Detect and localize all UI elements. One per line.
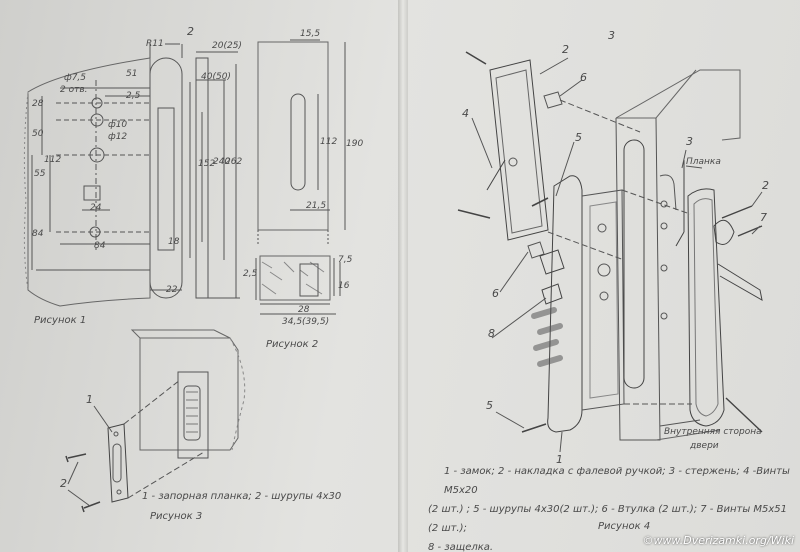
figure-2-caption: Рисунок 2 bbox=[266, 339, 319, 350]
dim-r11: R11 bbox=[146, 39, 164, 49]
figure-4-legend: 1 - замок; 2 - накладка с фалевой ручкой… bbox=[428, 462, 800, 552]
dim-24: 24 bbox=[90, 203, 102, 213]
callout-2: 2 bbox=[187, 25, 194, 38]
dim-262: 262 bbox=[225, 157, 243, 167]
dim-240: 240 bbox=[213, 157, 231, 167]
fig4-callout-5-top: 5 bbox=[575, 131, 582, 144]
fig4-callout-2-left: 2 bbox=[562, 43, 569, 56]
dim-55: 55 bbox=[34, 169, 46, 179]
fig4-callout-1: 1 bbox=[556, 453, 563, 466]
watermark: ©www.Dverizamki.org/Wiki bbox=[642, 534, 794, 547]
figure-4-legend-line-3: 8 - защелка. bbox=[428, 542, 494, 552]
dim-50: 50 bbox=[32, 129, 44, 139]
fig4-callout-7: 7 bbox=[760, 211, 767, 224]
dim-22: 22 bbox=[166, 285, 178, 295]
fig4-label-plank: Планка bbox=[686, 157, 721, 167]
dim-21-5: 21,5 bbox=[306, 201, 327, 211]
dim-34-5: 34,5(39,5) bbox=[282, 317, 330, 327]
fig4-label-inner-side: Внутренняя сторона bbox=[664, 427, 762, 437]
dim-2-holes: 2 отв. bbox=[60, 85, 88, 95]
fig4-callout-6-top: 6 bbox=[580, 71, 587, 84]
dim-20-25: 20(25) bbox=[212, 41, 242, 51]
dim-28: 28 bbox=[32, 99, 44, 109]
figure-3-callout-2: 2 bbox=[60, 477, 67, 490]
fig4-callout-8: 8 bbox=[488, 327, 495, 340]
dim-112-fig2: 112 bbox=[320, 137, 338, 147]
book-spine bbox=[398, 0, 408, 552]
fig4-callout-2-right: 2 bbox=[762, 179, 769, 192]
figure-1-drawing bbox=[23, 43, 240, 307]
dim-51: 51 bbox=[126, 69, 138, 79]
figure-2-drawing bbox=[255, 39, 346, 315]
dim-112: 112 bbox=[44, 155, 62, 165]
fig4-callout-5-bottom: 5 bbox=[486, 399, 493, 412]
dim-84-vertical: 84 bbox=[32, 229, 44, 239]
dim-d10: ф10 bbox=[108, 120, 128, 130]
dim-190: 190 bbox=[346, 139, 364, 149]
fig4-callout-3-right: 3 bbox=[686, 135, 693, 148]
dim-2-5-fig2: 2,5 bbox=[243, 269, 258, 279]
fig4-callout-6-bottom: 6 bbox=[492, 287, 499, 300]
dim-40-50: 40(50) bbox=[201, 72, 231, 82]
dim-2-5: 2,5 bbox=[126, 91, 141, 101]
dim-d7-5: ф7,5 bbox=[64, 73, 87, 83]
dim-15-5: 15,5 bbox=[300, 29, 321, 39]
fig4-callout-4: 4 bbox=[462, 107, 469, 120]
figure-3-caption: Рисунок 3 bbox=[150, 511, 203, 522]
fig4-callout-3-top: 3 bbox=[608, 29, 615, 42]
dim-7-5: 7,5 bbox=[338, 255, 353, 265]
figure-3-legend: 1 - запорная планка; 2 - шурупы 4х30 bbox=[142, 491, 342, 502]
dim-28-fig2: 28 bbox=[298, 305, 310, 315]
figure-4-drawing bbox=[457, 51, 763, 453]
dim-16: 16 bbox=[338, 281, 350, 291]
fig4-label-door: двери bbox=[690, 441, 719, 451]
dim-152: 152 bbox=[198, 159, 216, 169]
dim-18: 18 bbox=[168, 237, 180, 247]
figure-3-drawing bbox=[65, 329, 246, 513]
dim-84-horizontal: 84 bbox=[94, 241, 106, 251]
figure-4-legend-line-1: 1 - замок; 2 - накладка с фалевой ручкой… bbox=[444, 466, 790, 496]
figure-3-callout-1: 1 bbox=[86, 393, 93, 406]
dim-d12: ф12 bbox=[108, 132, 128, 142]
figure-4-legend-line-2: (2 шт.) ; 5 - шурупы 4х30(2 шт.); 6 - Вт… bbox=[428, 504, 788, 534]
figure-4-caption: Рисунок 4 bbox=[598, 521, 651, 532]
figure-1-caption: Рисунок 1 bbox=[34, 315, 87, 326]
